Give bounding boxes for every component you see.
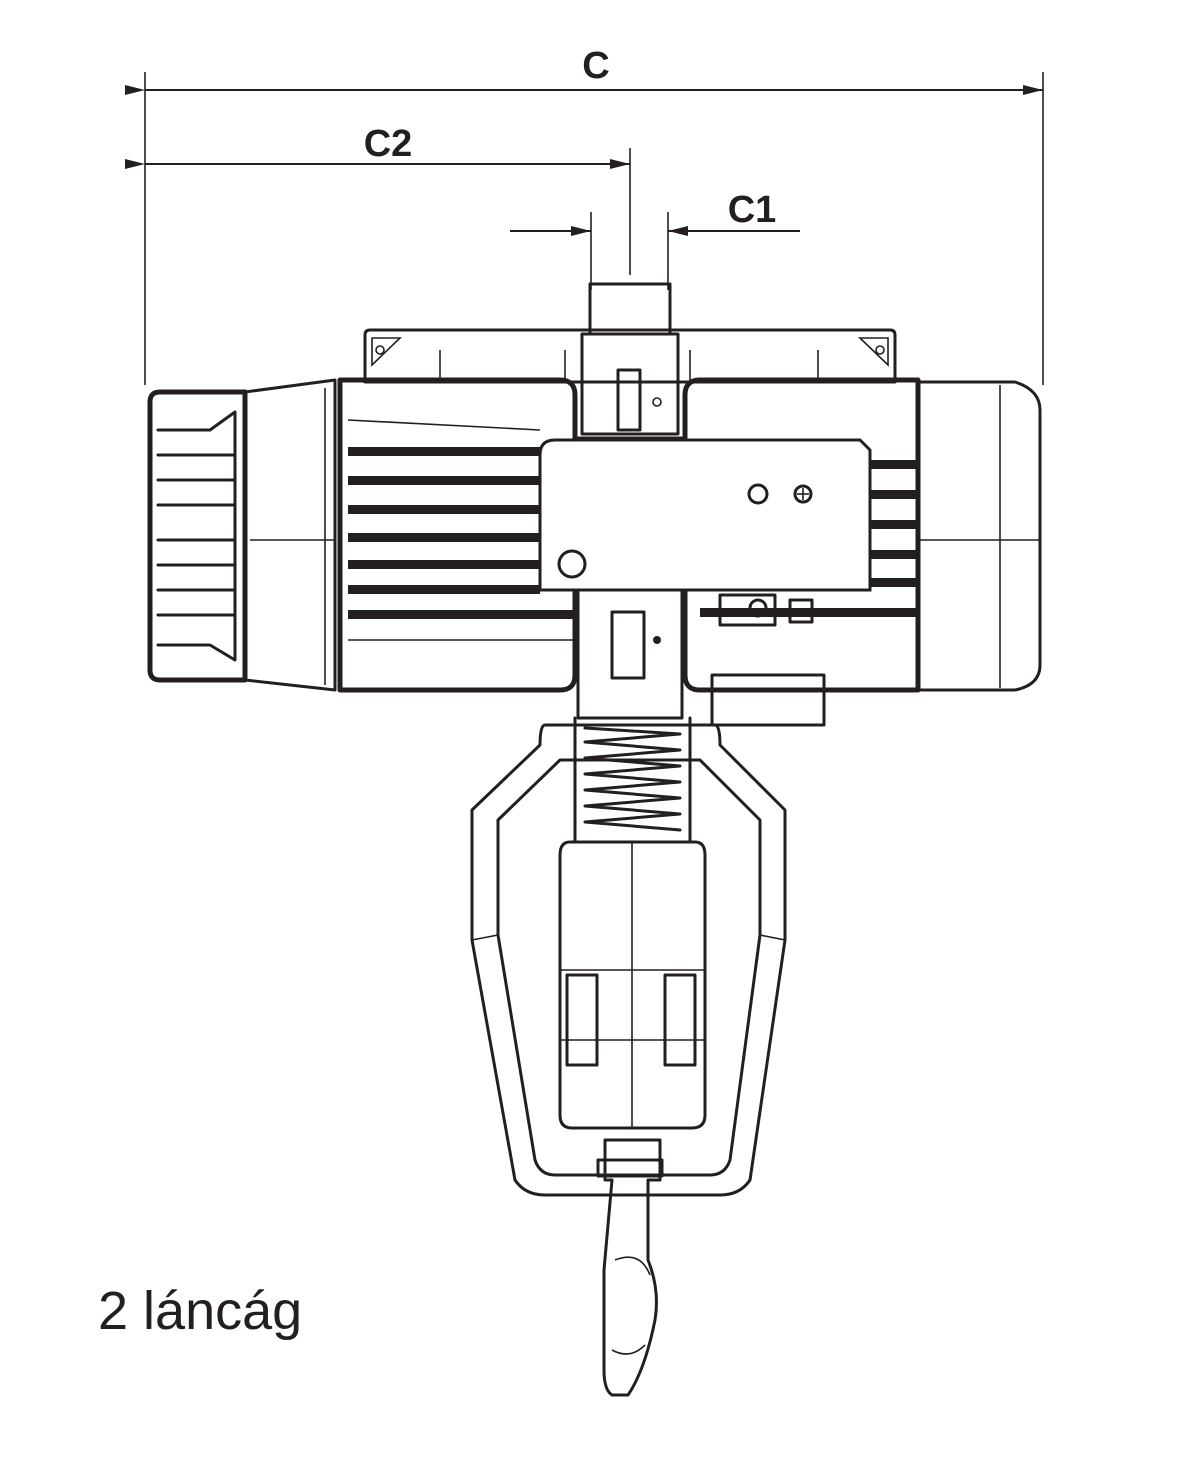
dimension-c: C	[125, 45, 1044, 385]
right-motor	[682, 377, 1042, 727]
dimension-label-c2: C2	[364, 123, 413, 165]
dimension-label-c1: C1	[728, 189, 777, 231]
dimension-c1: C1	[510, 189, 800, 290]
caption-chain-falls: 2 láncág	[98, 1281, 303, 1341]
hook-block	[470, 716, 787, 1397]
dimension-c2: C2	[125, 123, 631, 275]
dimension-label-c: C	[582, 45, 609, 87]
left-motor	[147, 377, 578, 693]
suspension-bracket	[363, 282, 897, 436]
gearbox-plate	[538, 436, 872, 720]
